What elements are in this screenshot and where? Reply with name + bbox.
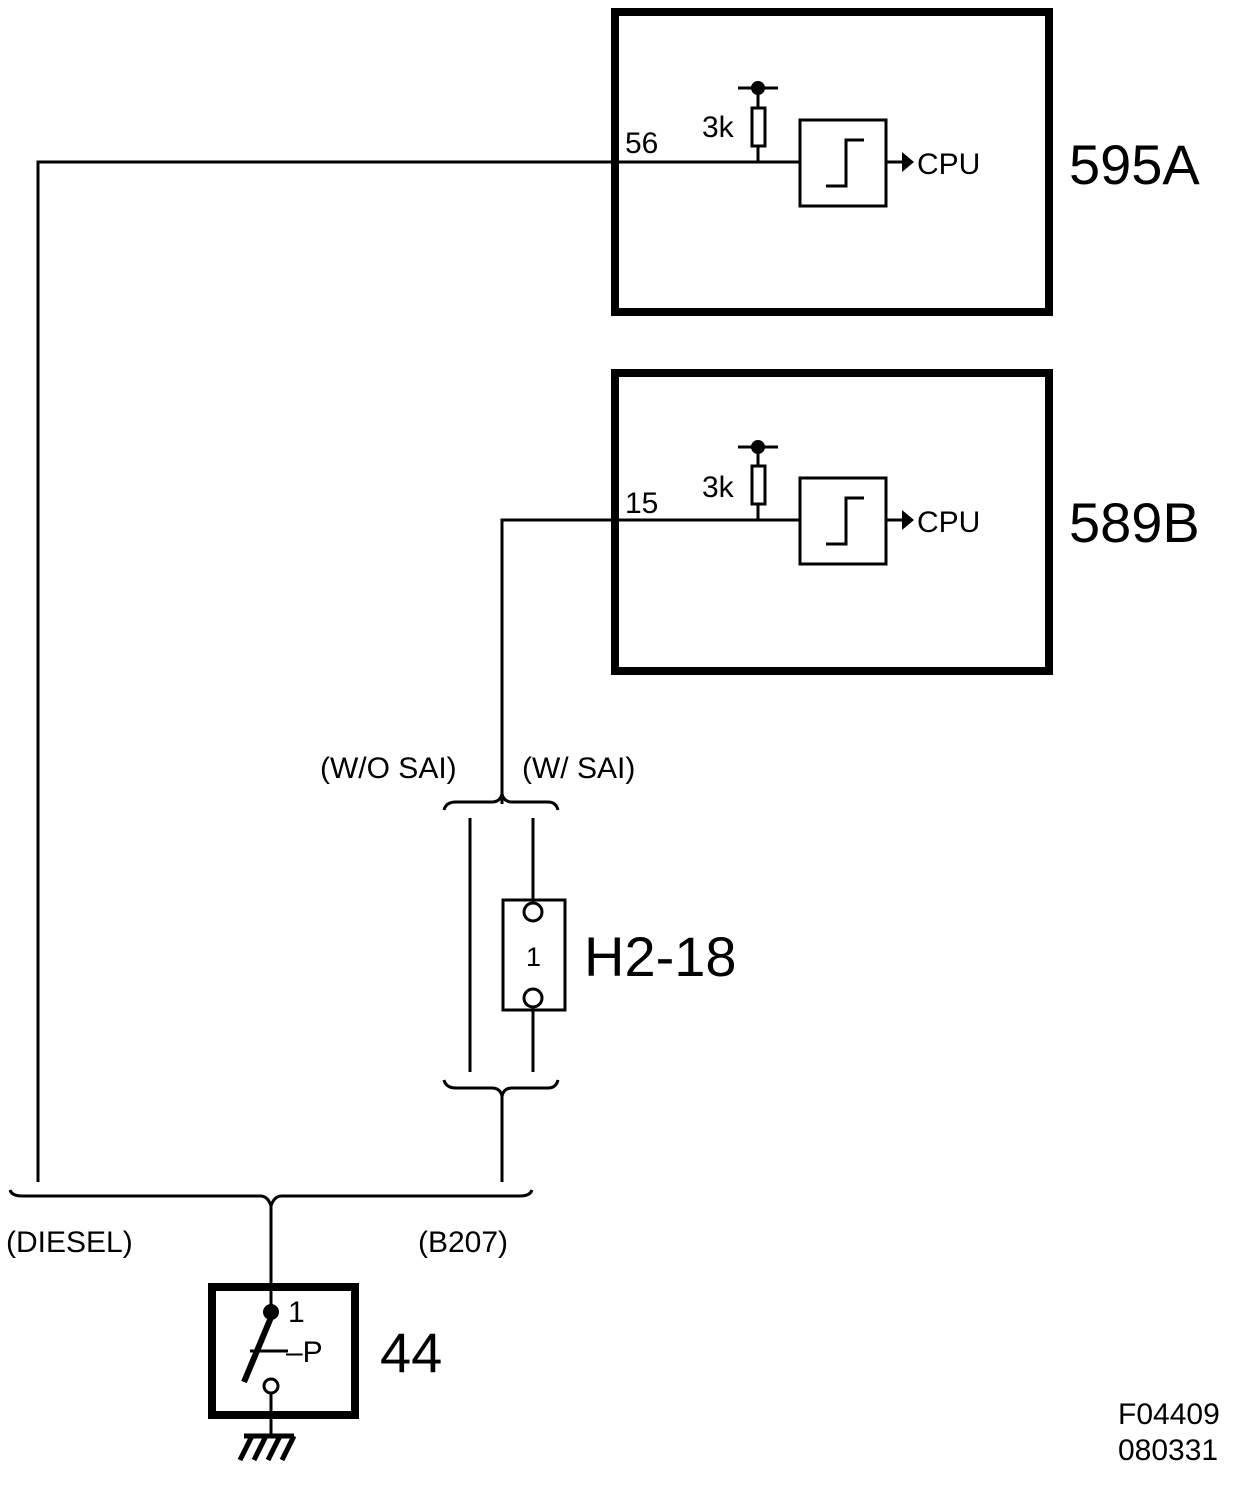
switch-contact-top: [263, 1304, 279, 1320]
trigger-symbol-589b: [826, 496, 864, 546]
connector-h2-18: 1 H2-18: [501, 898, 737, 1012]
connector-terminal-bottom: [522, 987, 544, 1009]
brace-engine: [8, 1189, 534, 1212]
brace-sai-bottom: [442, 1079, 560, 1097]
figure-date: 080331: [1118, 1434, 1218, 1467]
switch-pin-label: 1: [288, 1296, 305, 1329]
brace-sai-top: [442, 793, 560, 811]
trigger-block-589b: [798, 476, 888, 566]
pressure-switch-44: 1 –P 44: [208, 1283, 442, 1462]
switch-contact-bottom: [262, 1377, 280, 1395]
ground-icon: [237, 1433, 297, 1462]
switch-lever: [241, 1313, 275, 1384]
resistor-label-589b: 3k: [702, 471, 735, 504]
pin-label-595a: 56: [625, 127, 658, 160]
label-without-sai: (W/O SAI): [320, 752, 457, 785]
arrow-589b: [902, 510, 914, 530]
trigger-block-595a: [798, 118, 888, 208]
switch-id: 44: [380, 1321, 442, 1384]
label-b207: (B207): [418, 1226, 508, 1259]
wire-595a: [36, 160, 800, 1182]
cpu-label-595a: CPU: [917, 148, 980, 181]
cpu-label-589b: CPU: [917, 506, 980, 539]
arrow-595a: [902, 152, 914, 172]
wire-589b: [500, 518, 800, 804]
trigger-symbol-595a: [826, 138, 864, 188]
wires: [36, 160, 800, 1312]
switch-pressure-label: –P: [286, 1336, 323, 1369]
label-with-sai: (W/ SAI): [522, 752, 635, 785]
variant-braces: [8, 793, 560, 1212]
pin-label-589b: 15: [625, 487, 658, 520]
module-id-589b: 589B: [1069, 491, 1200, 554]
module-589b-box: [611, 369, 1053, 675]
module-589b: CPU 3k 15 589B: [611, 369, 1200, 675]
resistor-label-595a: 3k: [702, 111, 735, 144]
module-595a: CPU 3k 56 595A: [611, 8, 1200, 316]
resistor-589b: [750, 464, 767, 506]
label-diesel: (DIESEL): [6, 1226, 133, 1259]
connector-terminal-top: [522, 901, 544, 923]
resistor-595a: [750, 106, 767, 148]
module-id-595a: 595A: [1069, 133, 1200, 196]
switch-box: [208, 1283, 359, 1419]
connector-pin-label: 1: [526, 942, 541, 972]
figure-code: F04409: [1118, 1398, 1220, 1431]
connector-id: H2-18: [584, 925, 737, 988]
